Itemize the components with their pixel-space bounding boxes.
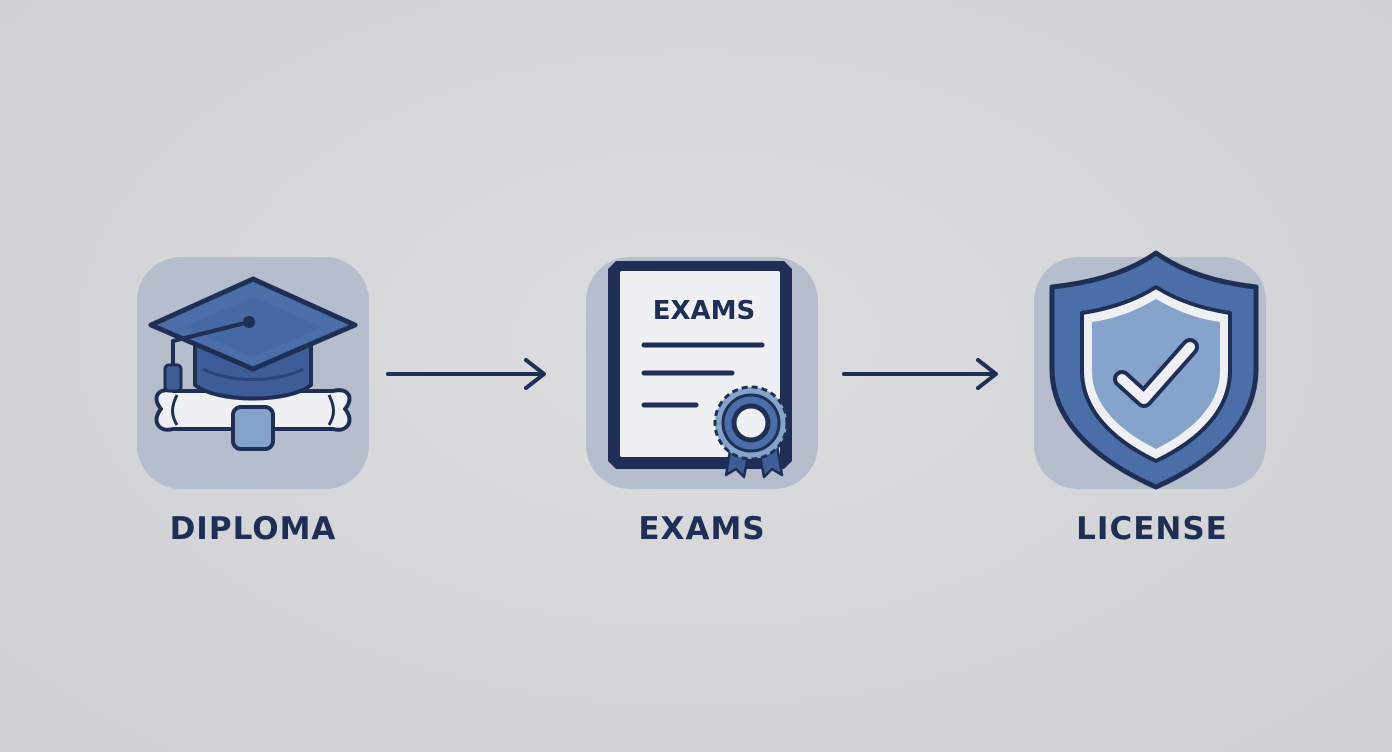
diploma-tile bbox=[137, 257, 369, 489]
seal-rosette bbox=[713, 385, 789, 461]
graduation-cap-diploma-icon bbox=[148, 276, 358, 451]
exams-tile: EXAMS bbox=[586, 257, 818, 489]
arrow-right-icon bbox=[842, 358, 998, 390]
arrow-right-icon bbox=[386, 358, 546, 390]
shield-check-icon bbox=[1049, 250, 1259, 490]
step-label-exams: EXAMS bbox=[638, 511, 766, 547]
license-tile bbox=[1034, 250, 1266, 490]
document-heading: EXAMS bbox=[653, 296, 756, 326]
step-label-license: LICENSE bbox=[1076, 511, 1228, 547]
exam-certificate-icon: EXAMS bbox=[608, 261, 792, 479]
step-label-diploma: DIPLOMA bbox=[169, 511, 337, 547]
